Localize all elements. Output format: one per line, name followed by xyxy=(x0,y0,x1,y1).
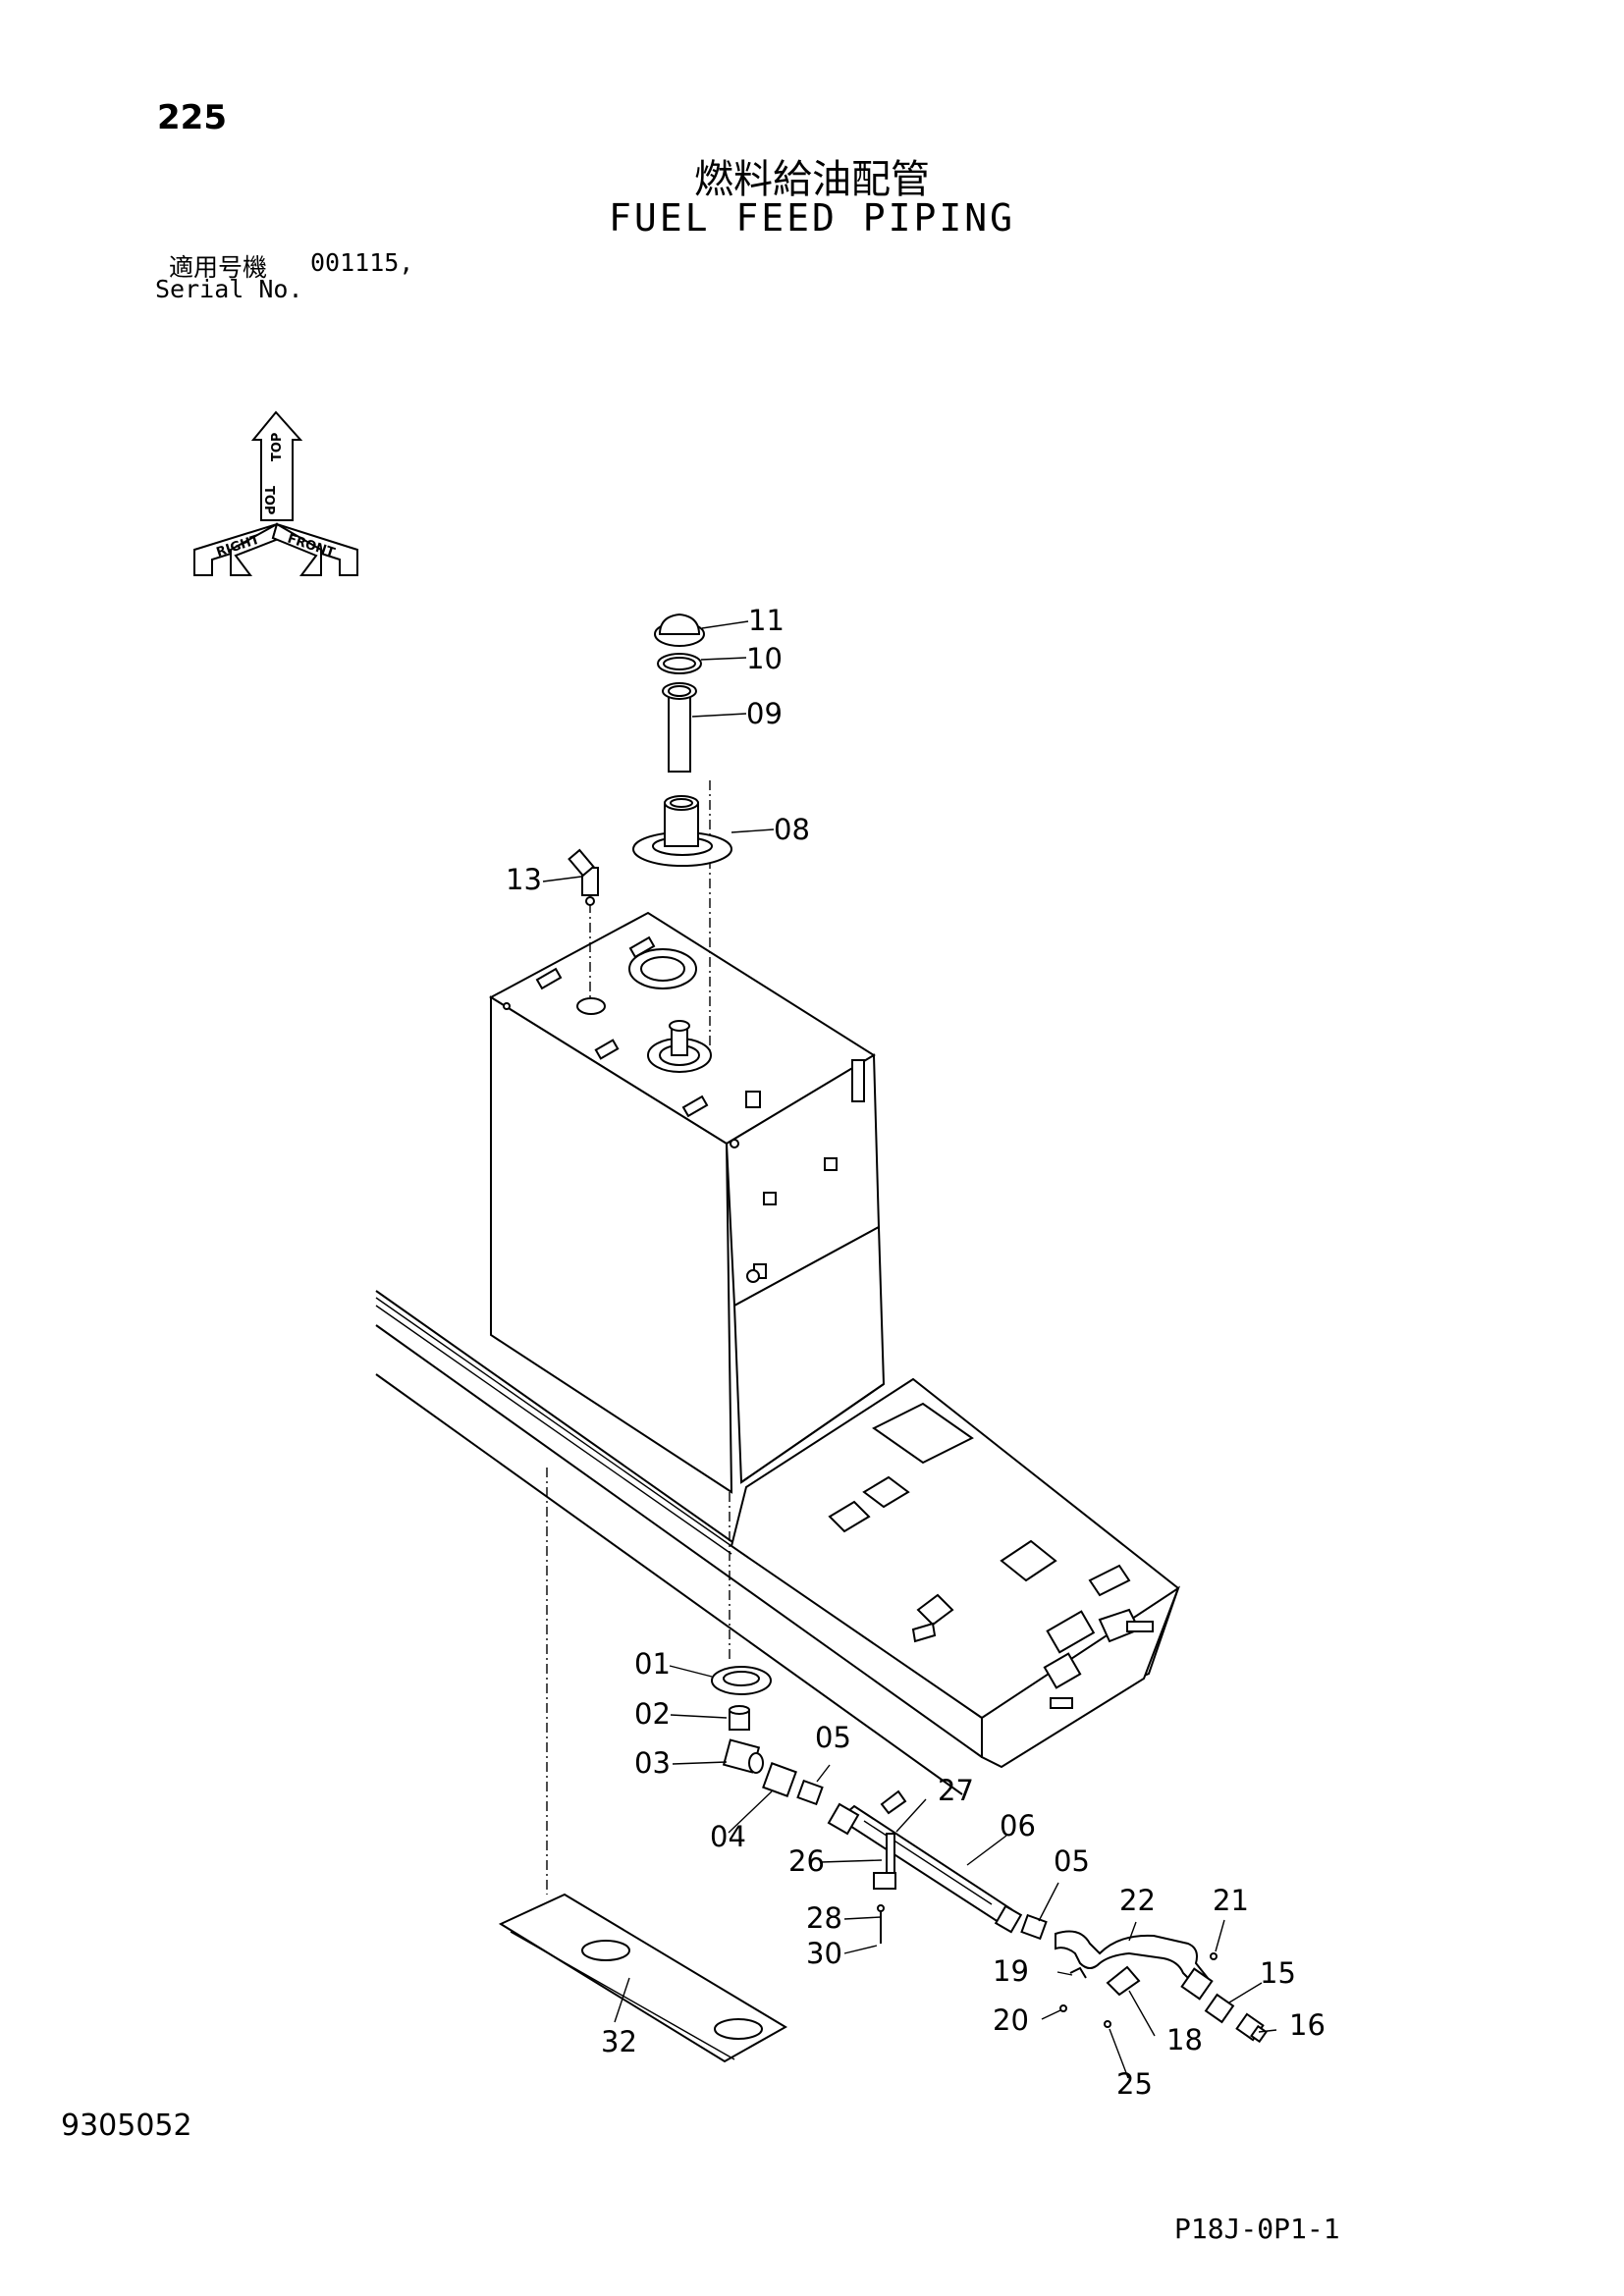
callout-28: 28 xyxy=(806,1901,842,1935)
callout-26: 26 xyxy=(788,1844,825,1878)
part-16-plug xyxy=(1235,2012,1268,2044)
part-05-nut-a xyxy=(796,1779,824,1806)
part-01-flange xyxy=(711,1666,772,1695)
part-15-fitting xyxy=(1204,1993,1235,2024)
callout-32: 32 xyxy=(601,2025,637,2058)
callout-22: 22 xyxy=(1119,1884,1156,1917)
callout-16: 16 xyxy=(1289,2008,1326,2042)
part-08-filler-neck xyxy=(632,795,732,867)
callout-11: 11 xyxy=(748,604,785,637)
plate-code: P18J-0P1-1 xyxy=(1174,2213,1340,2245)
part-18-bracket xyxy=(1106,1965,1141,1997)
callout-09: 09 xyxy=(746,697,783,730)
callout-19: 19 xyxy=(993,1954,1029,1988)
callout-01: 01 xyxy=(634,1647,671,1681)
part-13-sensor xyxy=(568,848,599,906)
callout-18: 18 xyxy=(1166,2023,1203,2056)
orientation-top-label-2: TOP xyxy=(270,433,285,461)
part-callouts: 11 10 09 08 13 01 02 03 04 05 27 06 26 2… xyxy=(506,604,1326,2101)
part-02-adapter xyxy=(729,1705,750,1731)
serial-label-japanese: 適用号機 xyxy=(169,253,268,282)
part-09-strainer xyxy=(662,682,697,773)
frame-deck xyxy=(730,1377,1181,1769)
callout-02: 02 xyxy=(634,1697,671,1731)
callout-15: 15 xyxy=(1260,1956,1296,1990)
part-11-cap xyxy=(654,613,705,647)
part-21-bolt xyxy=(1210,1952,1218,1960)
callout-10: 10 xyxy=(746,642,783,675)
part-04-fitting xyxy=(762,1762,797,1797)
part-32-cover-plate xyxy=(498,1893,787,2063)
callout-04: 04 xyxy=(710,1820,746,1853)
part-20-bolt xyxy=(1059,2004,1067,2012)
part-03-elbow xyxy=(722,1738,764,1774)
callout-03: 03 xyxy=(634,1746,671,1780)
document-number: 9305052 xyxy=(61,2109,192,2143)
orientation-indicator: TOP TOP RIGHT FRONT xyxy=(193,410,358,576)
serial-number-value: 001115, xyxy=(310,248,414,277)
serial-label-english: Serial No. xyxy=(155,275,303,303)
fuel-tank xyxy=(489,911,886,1494)
part-05-nut-b xyxy=(1020,1913,1048,1941)
callout-20: 20 xyxy=(993,2003,1029,2037)
callout-30: 30 xyxy=(806,1937,842,1970)
title-japanese: 燃料給油配管 xyxy=(694,157,930,202)
callout-27: 27 xyxy=(938,1774,974,1807)
callout-06: 06 xyxy=(1000,1809,1036,1842)
leader-lines xyxy=(542,620,1277,2079)
part-22-pipe xyxy=(1055,1930,1214,2001)
orientation-top-label: TOP xyxy=(261,486,276,514)
callout-08: 08 xyxy=(774,813,810,846)
callout-13: 13 xyxy=(506,863,542,896)
part-19-clip xyxy=(1069,1966,1087,1979)
part-25-washer xyxy=(1104,2020,1111,2028)
callout-21: 21 xyxy=(1213,1884,1249,1917)
callout-25: 25 xyxy=(1116,2067,1153,2101)
part-27-clamp xyxy=(873,1789,907,1890)
page-number: 225 xyxy=(157,98,227,137)
callout-05-a: 05 xyxy=(815,1721,851,1754)
part-06-hose xyxy=(827,1802,1023,1934)
callout-05-b: 05 xyxy=(1054,1844,1090,1878)
title-english: FUEL FEED PIPING xyxy=(608,196,1016,240)
